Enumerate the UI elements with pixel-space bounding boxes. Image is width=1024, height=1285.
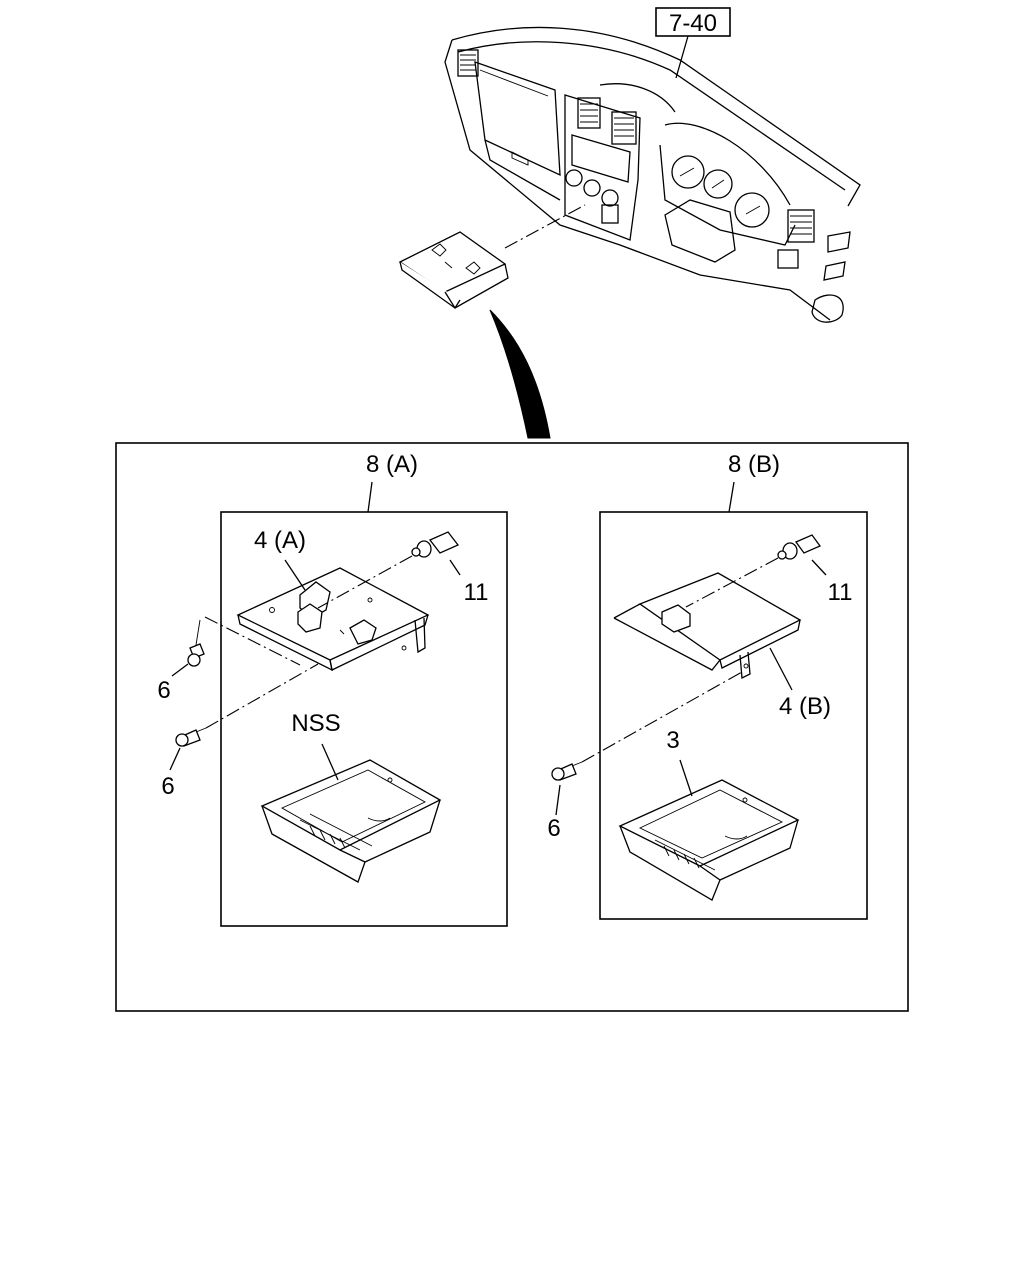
callout-screw-a-upper: 6 xyxy=(157,677,170,704)
tray-b xyxy=(618,779,800,901)
callout-screw-b: 6 xyxy=(547,815,560,842)
dashboard-overview xyxy=(444,26,861,323)
callout-bracket-b: 4 (B) xyxy=(779,693,831,720)
callout-tray-b: 3 xyxy=(666,727,679,754)
tray-a xyxy=(260,759,442,883)
bulb-a xyxy=(411,531,460,558)
reference-label: 7-40 xyxy=(669,10,717,37)
group-a-box xyxy=(220,511,508,927)
group-b-title: 8 (B) xyxy=(728,451,780,478)
pointer-arrow xyxy=(489,309,551,439)
reference-callout: 7-40 xyxy=(655,7,731,37)
screw-b xyxy=(551,761,583,781)
bulb-b xyxy=(777,534,822,560)
detail-frame xyxy=(115,442,909,1012)
group-a: 8 (A) xyxy=(157,451,508,927)
screw-a-lower xyxy=(175,727,207,747)
group-a-title: 8 (A) xyxy=(366,451,418,478)
callout-screw-a-lower: 6 xyxy=(161,773,174,800)
callout-bracket-a: 4 (A) xyxy=(254,527,306,554)
callout-tray-a: NSS xyxy=(291,710,340,737)
callout-bulb-b: 11 xyxy=(828,579,853,606)
screw-a-upper xyxy=(187,619,205,667)
group-b: 8 (B) xyxy=(547,451,868,920)
group-b-box xyxy=(599,511,868,920)
callout-bulb-a: 11 xyxy=(464,579,489,606)
ashtray-assembly-overview xyxy=(398,204,586,309)
